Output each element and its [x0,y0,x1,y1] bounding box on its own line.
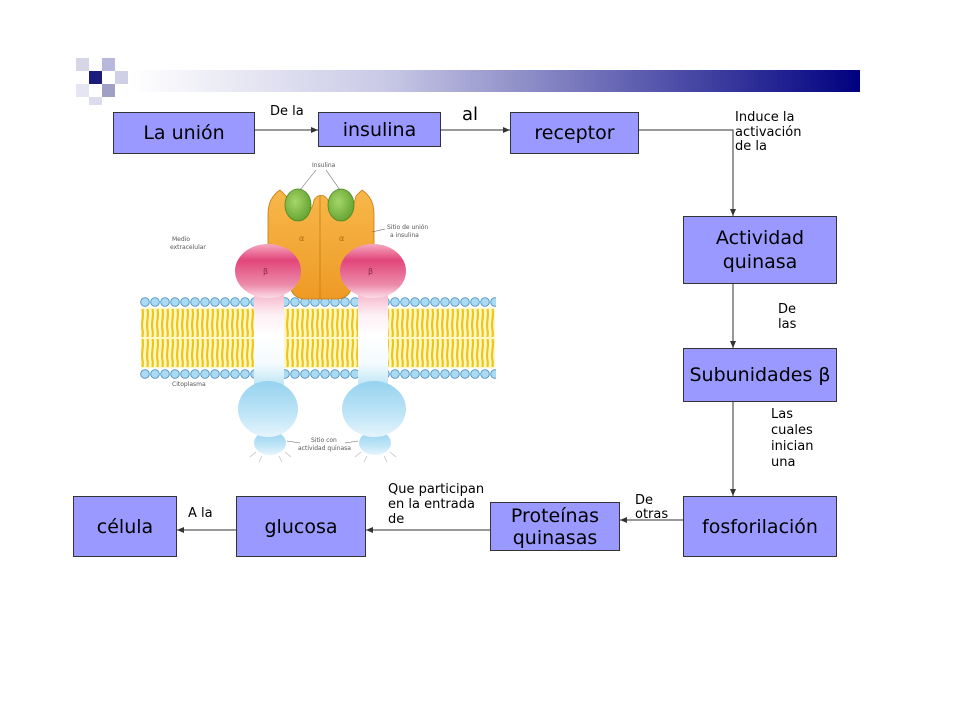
connector-label-line: De la [270,104,304,119]
box-fosforilacion: fosforilación [683,496,837,557]
connector-label-line: las [778,317,797,332]
connector-label-de-otras: De otras [635,494,668,522]
connector-label-a-la: A la [188,506,213,521]
box-la-union: La unión [113,112,255,154]
figure-label-sitio-union: Sitio de unión [387,224,428,231]
connector-label-line: una [771,455,796,470]
beta-transmembrane-left [254,288,284,396]
connector-label-line: otras [635,507,669,522]
figure-label-actividad-quinasa: actividad quinasa [298,445,351,452]
membrane-outer-heads [140,296,496,308]
figure-label-citoplasma: Citoplasma [172,381,206,388]
header-square [76,84,89,97]
connectors [177,127,736,533]
box-label: glucosa [264,515,338,538]
alpha-label-left: α [299,234,304,243]
figure-label-sitio-con: Sitio con [311,437,337,444]
figure-label-a-insulina: a insulina [390,232,419,239]
box-label: Subunidades β [689,364,831,386]
box-label: La unión [143,122,225,144]
beta-label-left: β [263,267,268,276]
box-label: insulina [342,118,417,141]
header-square [76,58,89,71]
box-label: fosforilación [702,515,818,538]
connector-label-line: de [388,512,405,527]
figure-label-medio: Medio [172,236,190,243]
box-celula: célula [73,496,177,557]
membrane-lipid-tails [141,308,495,368]
header-square [102,84,115,97]
header-gradient-bar [130,70,860,92]
box-glucosa: glucosa [236,496,366,557]
connector-label-induce: Induce la activación de la [735,110,802,155]
connector-label-que-participan: Que participan en la entrada de [388,482,484,527]
insulin-receptor-figure: Insulina Medio extracelular Sitio de uni… [140,162,496,463]
connector-label-line: activación [735,124,802,140]
insulin-lobe-right [327,188,355,222]
header-square [102,58,115,71]
box-receptor: receptor [510,112,639,154]
arrow-receptor-to-actividad [639,129,736,216]
insulin-lobe-left [284,188,312,222]
connector-label-line: Las [771,407,793,422]
membrane-inner-heads [140,368,496,380]
box-label: célula [96,515,154,538]
box-label-line-1: Proteínas [510,504,600,527]
kinase-domain-right [342,381,406,437]
box-subunidades-beta: Subunidades β [683,348,837,402]
box-proteinas-quinasas: Proteínas quinasas [490,502,620,551]
kinase-bulb-right [359,431,391,455]
beta-subunit-left [235,244,301,298]
connector-label-line: A la [188,506,213,521]
kinase-bulb-left [254,431,286,455]
connector-label-line: De [635,493,654,508]
connector-label-line: cuales [771,423,813,438]
header-square [115,71,128,84]
connector-label-line: De [778,302,797,317]
box-label-line-2: quinasas [512,526,598,549]
connector-label-line: al [462,104,479,125]
figure-leader-lines [286,169,386,444]
beta-transmembrane-right [358,288,388,396]
kinase-domain-left [238,381,298,437]
beta-subunit-right [340,244,406,298]
connector-label-al: al [462,104,478,126]
box-label-line-2: quinasa [722,251,798,273]
header-square [89,71,102,84]
box-label: receptor [534,122,615,144]
header-square [89,97,102,105]
kinase-rays [249,451,397,463]
connector-label-las-cuales: Las cuales inician una [771,407,813,471]
box-label-line-1: Actividad [715,227,805,249]
header-decoration [76,58,860,105]
connector-label-line: en la entrada [388,497,475,512]
alpha-label-right: α [339,234,344,243]
beta-label-right: β [368,267,373,276]
connector-label-line: Induce la [735,110,795,125]
box-actividad-quinasa: Actividad quinasa [683,216,837,284]
figure-label-insulina: Insulina [312,162,336,169]
connector-label-line: Que participan [388,482,485,497]
figure-label-extracelular: extracelular [170,244,206,251]
connector-label-line: de la [735,139,767,154]
connector-label-de-las: De las [778,302,796,332]
box-insulina: insulina [318,112,441,147]
connector-label-de-la: De la [270,104,304,119]
connector-label-line: inician [771,439,814,454]
